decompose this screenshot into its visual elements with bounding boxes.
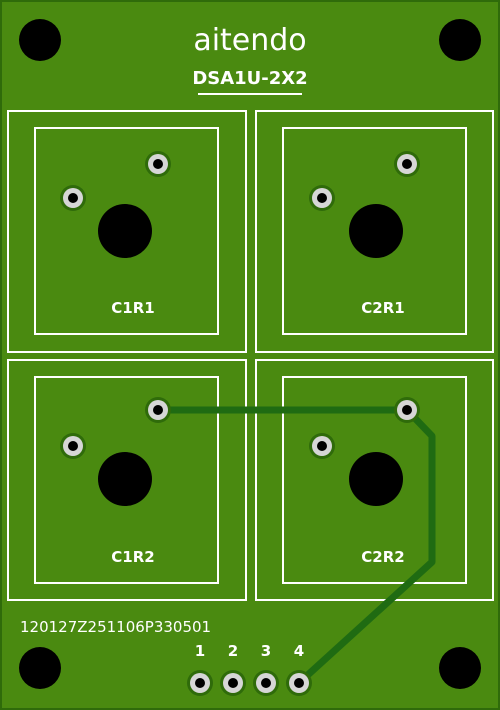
mounting-hole-top-left (19, 19, 61, 61)
header-pad-drill (195, 678, 205, 688)
switch-pad-drill (153, 405, 163, 415)
model-text: DSA1U-2X2 (192, 68, 307, 89)
switch-pad-drill (68, 441, 78, 451)
switch-cell-c2r2: C2R2 (255, 359, 494, 601)
switch-pad-drill (402, 405, 412, 415)
switch-pad-drill (317, 193, 327, 203)
switch-outline (255, 359, 494, 601)
mounting-hole-bottom-right (439, 647, 481, 689)
switch-cell-c1r1: C1R1 (7, 110, 247, 353)
trace-pads (145, 397, 420, 423)
mounting-holes (19, 19, 481, 689)
switch-label: C2R2 (361, 548, 404, 566)
switch-center-hole (349, 204, 403, 258)
switch-cell-c1r2: C1R2 (7, 359, 247, 601)
header-pad-drill (228, 678, 238, 688)
header-pad-drill (294, 678, 304, 688)
pin-number-2: 2 (228, 642, 238, 660)
header-pad-drill (261, 678, 271, 688)
switch-pad-drill (153, 159, 163, 169)
switch-pad-drill (402, 159, 412, 169)
switch-body-outline (34, 376, 219, 584)
switch-body-outline (34, 127, 219, 335)
switch-cell-c2r1: C2R1 (255, 110, 494, 353)
mounting-hole-bottom-left (19, 647, 61, 689)
switch-pad-drill (68, 193, 78, 203)
switch-outline (7, 359, 247, 601)
brand-logo-text: aitendo (193, 23, 306, 58)
pin-number-3: 3 (261, 642, 271, 660)
header-pads (187, 670, 312, 696)
board-code-text: 120127Z251106P330501 (20, 618, 211, 636)
switch-label: C1R1 (111, 299, 154, 317)
copper-traces (154, 406, 436, 686)
switch-outline (7, 110, 247, 353)
mounting-hole-top-right (439, 19, 481, 61)
switch-body-outline (282, 376, 467, 584)
pin-number-4: 4 (294, 642, 304, 660)
switch-label: C1R2 (111, 548, 154, 566)
switch-center-hole (349, 452, 403, 506)
switch-center-hole (98, 452, 152, 506)
pin-number-1: 1 (195, 642, 205, 660)
switch-pad-drill (317, 441, 327, 451)
switch-label: C2R1 (361, 299, 404, 317)
switch-center-hole (98, 204, 152, 258)
trace-to-pin-4 (296, 406, 436, 686)
switch-body-outline (282, 127, 467, 335)
switch-outline (255, 110, 494, 353)
